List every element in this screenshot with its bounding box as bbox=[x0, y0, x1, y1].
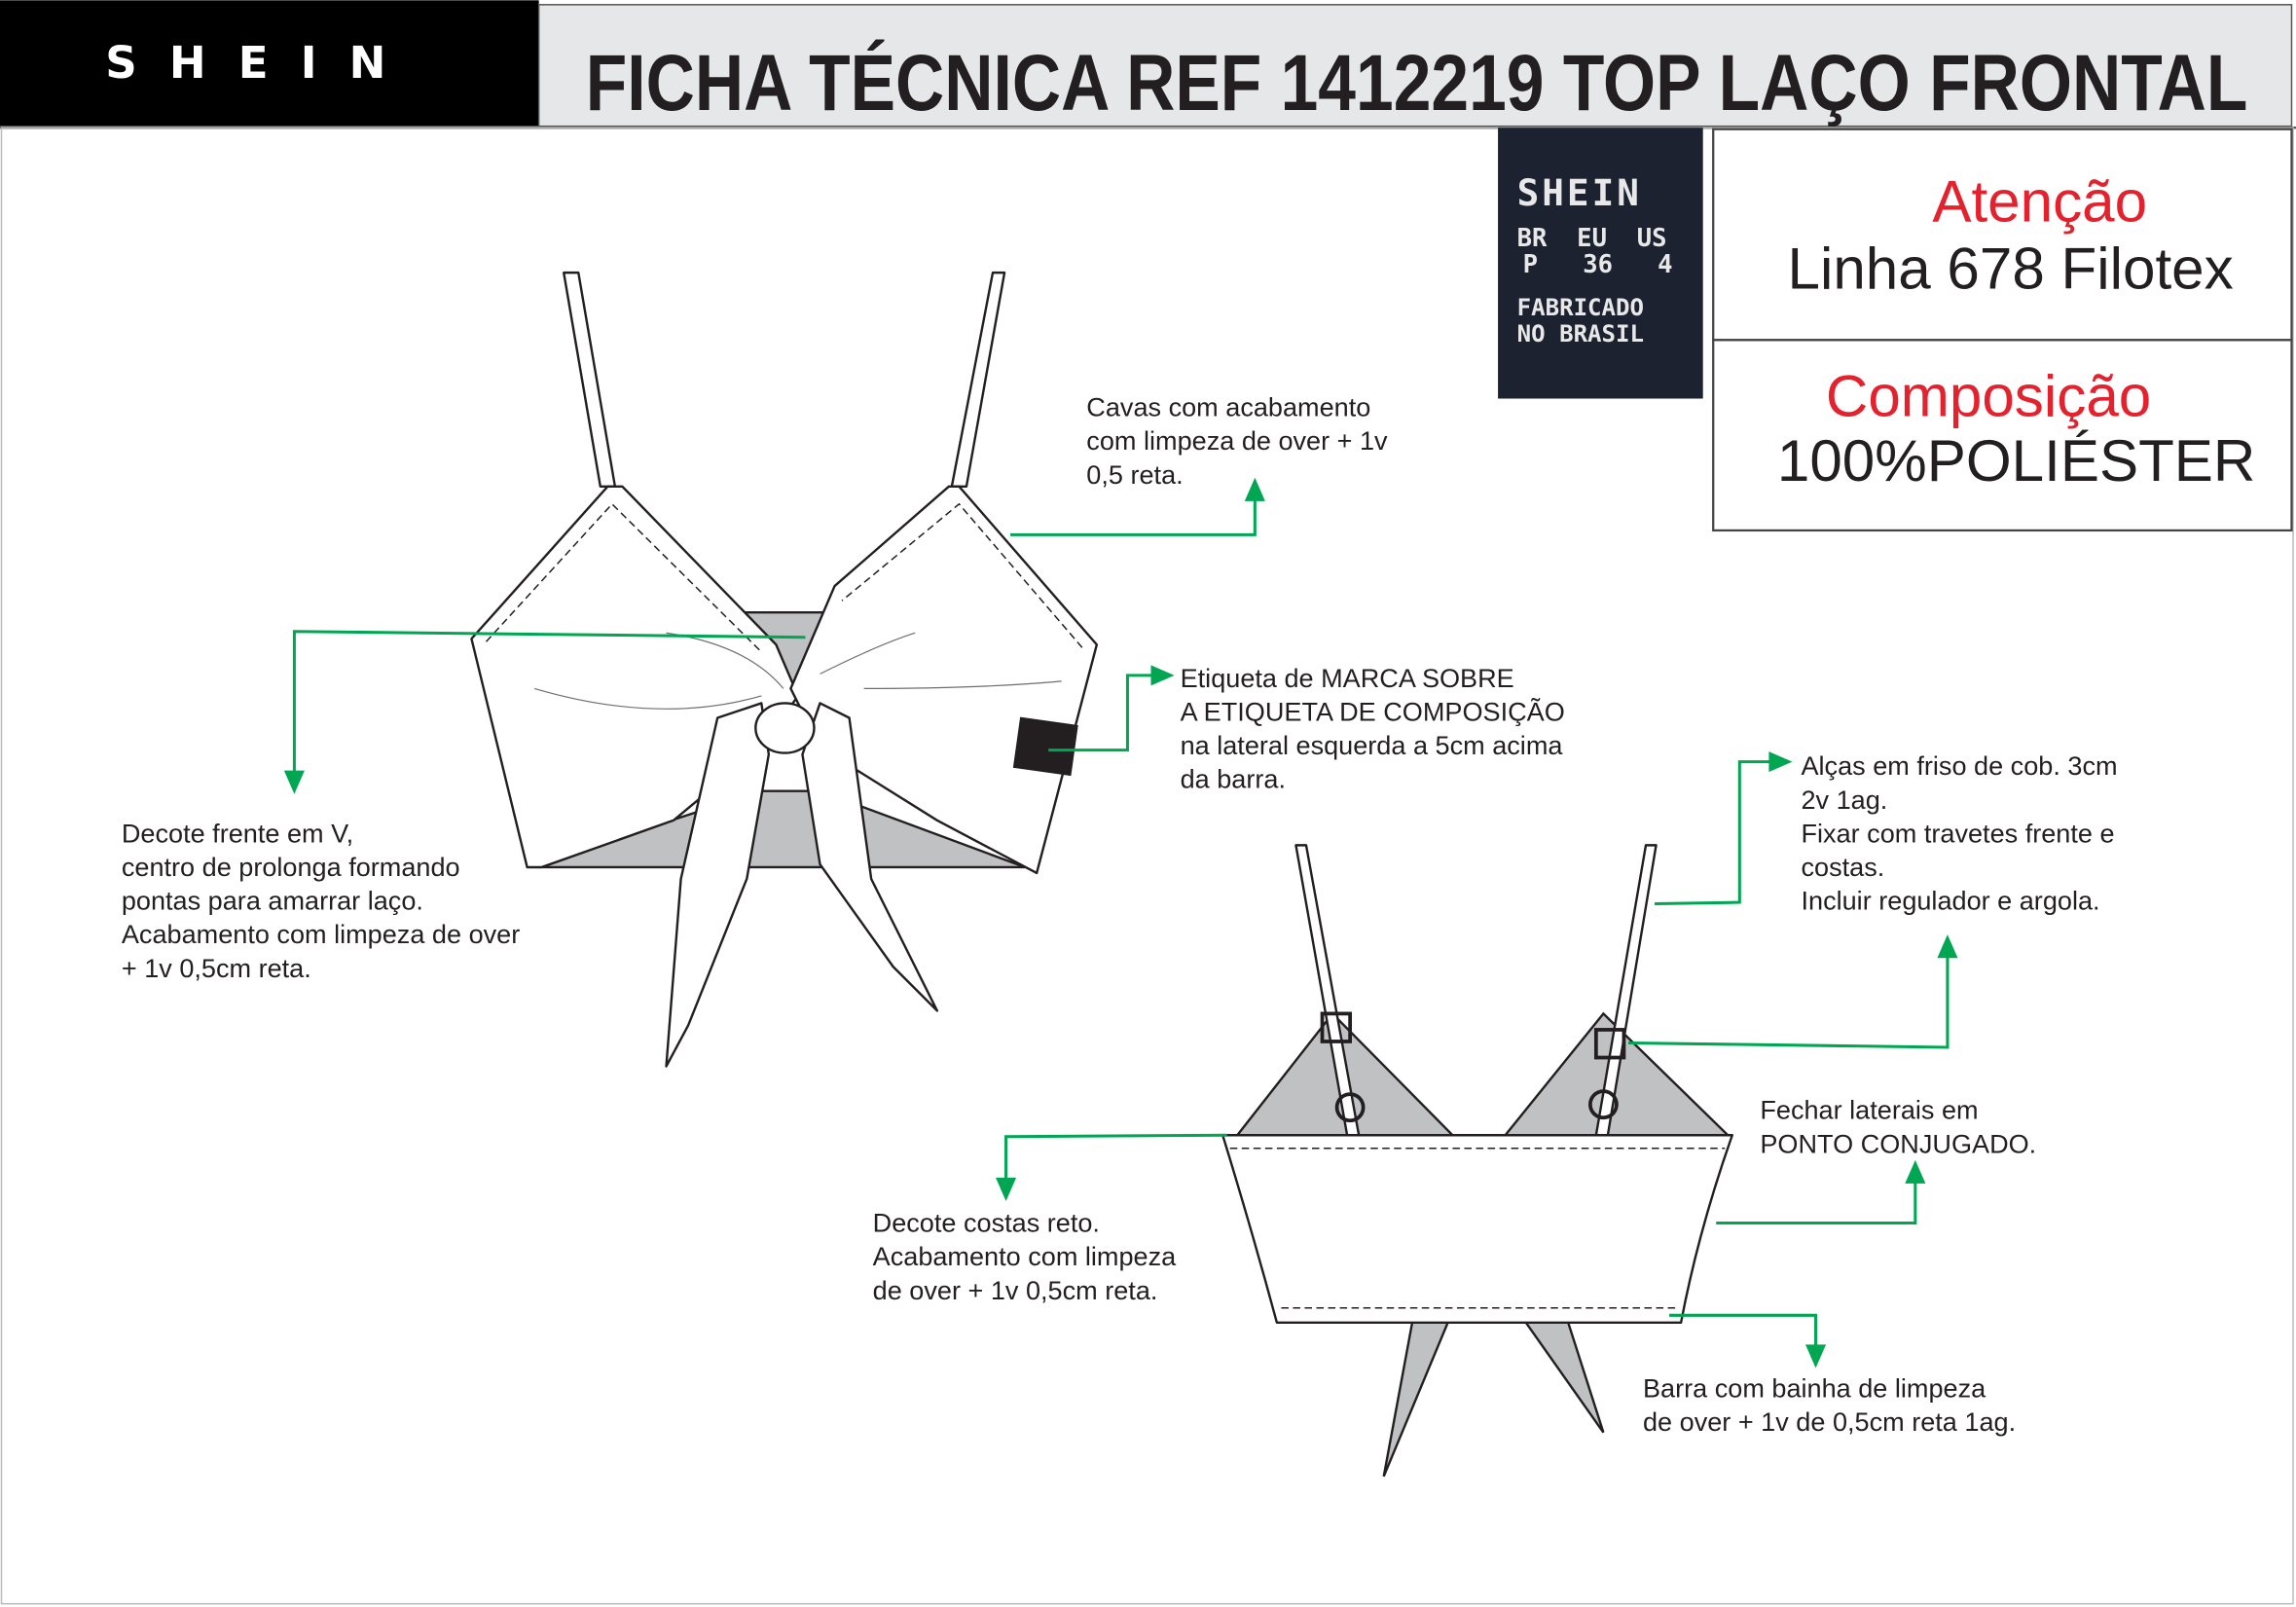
note-line: Cavas com acabamento bbox=[1086, 392, 1370, 422]
note-line: Barra com bainha de limpeza bbox=[1643, 1373, 1986, 1404]
note-etiqueta: Etiqueta de MARCA SOBRE A ETIQUETA DE CO… bbox=[1181, 663, 1565, 794]
note-alcas: Alças em friso de cob. 3cm 2v 1ag. Fixar… bbox=[1801, 750, 2117, 915]
label-made-in-2: NO BRASIL bbox=[1517, 320, 1644, 347]
note-line: pontas para amarrar laço. bbox=[122, 886, 423, 916]
note-line: Fechar laterais em bbox=[1760, 1095, 1978, 1125]
front-view-drawing bbox=[470, 271, 1099, 1068]
note-line: de over + 1v de 0,5cm reta 1ag. bbox=[1643, 1406, 2016, 1437]
thread-heading: Atenção bbox=[1932, 168, 2147, 234]
composition-heading: Composição bbox=[1826, 364, 2151, 429]
thread-info-box bbox=[1712, 128, 2293, 342]
note-line: Incluir regulador e argola. bbox=[1801, 886, 2099, 916]
note-line: Decote frente em V, bbox=[122, 818, 353, 848]
thread-value: Linha 678 Filotex bbox=[1788, 237, 2234, 302]
title-bar bbox=[537, 4, 2293, 128]
note-line: Decote costas reto. bbox=[873, 1208, 1100, 1238]
note-line: 2v 1ag. bbox=[1801, 785, 1887, 815]
note-line: centro de prolonga formando bbox=[122, 852, 460, 882]
note-line: na lateral esquerda a 5cm acima bbox=[1181, 730, 1564, 760]
note-line: costas. bbox=[1801, 852, 1884, 882]
label-size-header: BR EU US bbox=[1517, 224, 1667, 253]
note-decote-frente: Decote frente em V, centro de prolonga f… bbox=[122, 818, 520, 982]
brand-logo: SHEIN bbox=[105, 37, 418, 89]
note-cavas: Cavas com acabamento com limpeza de over… bbox=[1086, 392, 1388, 490]
note-line: Alças em friso de cob. 3cm bbox=[1801, 750, 2117, 781]
note-line: + 1v 0,5cm reta. bbox=[122, 953, 311, 983]
composition-info-box bbox=[1712, 339, 2293, 532]
note-line: A ETIQUETA DE COMPOSIÇÃO bbox=[1181, 696, 1565, 726]
note-line: com limpeza de over + 1v bbox=[1086, 425, 1388, 456]
note-laterais: Fechar laterais em PONTO CONJUGADO. bbox=[1760, 1095, 2036, 1159]
note-decote-costas: Decote costas reto. Acabamento com limpe… bbox=[873, 1208, 1177, 1305]
note-line: Fixar com travetes frente e bbox=[1801, 818, 2114, 848]
note-line: Etiqueta de MARCA SOBRE bbox=[1181, 663, 1514, 693]
label-brand: SHEIN bbox=[1517, 171, 1642, 214]
back-view-drawing bbox=[1221, 844, 1733, 1478]
note-line: 0,5 reta. bbox=[1086, 459, 1183, 490]
note-line: Acabamento com limpeza bbox=[873, 1241, 1177, 1271]
brand-label-image: SHEIN BR EU US P 36 4 FABRICADO NO BRASI… bbox=[1498, 128, 1703, 399]
page-title: FICHA TÉCNICA REF 1412219 TOP LAÇO FRONT… bbox=[586, 39, 2248, 128]
note-line: PONTO CONJUGADO. bbox=[1760, 1128, 2036, 1158]
note-line: de over + 1v 0,5cm reta. bbox=[873, 1275, 1158, 1305]
note-barra: Barra com bainha de limpeza de over + 1v… bbox=[1643, 1373, 2016, 1438]
brand-header-block bbox=[0, 0, 539, 127]
composition-value: 100%POLIÉSTER bbox=[1777, 428, 2256, 493]
label-made-in-1: FABRICADO bbox=[1517, 294, 1644, 321]
label-size-values: P 36 4 bbox=[1523, 250, 1673, 279]
callout-lines bbox=[283, 477, 1958, 1369]
note-line: Acabamento com limpeza de over bbox=[122, 919, 520, 949]
note-line: da barra. bbox=[1181, 764, 1286, 794]
